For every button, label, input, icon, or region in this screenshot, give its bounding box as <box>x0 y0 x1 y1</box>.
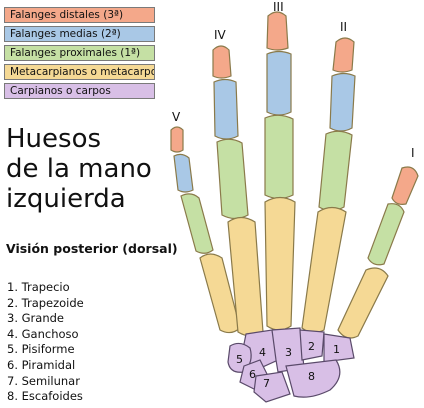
finger-label-iv: IV <box>214 28 227 42</box>
carpal-number-5: 5 <box>236 353 243 366</box>
middle-phalanx-iii <box>266 50 292 116</box>
finger-label-i: I <box>411 146 415 160</box>
carpal-number-2: 2 <box>308 340 315 353</box>
middle-phalanx-ii <box>329 72 356 132</box>
finger-label-iii: III <box>273 0 284 14</box>
middle-phalanx-v <box>173 153 194 193</box>
carpals <box>227 327 355 403</box>
list-item: 6. Piramidal <box>7 357 76 372</box>
finger-iv <box>212 45 264 337</box>
finger-label-v: V <box>172 110 181 124</box>
legend-proximal-phalanges: Falanges proximales (1ª) <box>4 45 155 61</box>
metacarpal-i <box>337 267 389 339</box>
proximal-phalanx-i <box>367 203 405 266</box>
carpal-number-3: 3 <box>285 346 292 359</box>
finger-ii <box>301 37 356 334</box>
carpal-number-8: 8 <box>308 370 315 383</box>
lunate-bone <box>253 371 291 403</box>
proximal-phalanx-v <box>180 193 214 254</box>
metacarpal-ii <box>301 206 347 334</box>
distal-phalanx-iv <box>212 45 232 79</box>
proximal-phalanx-ii <box>318 130 353 212</box>
finger-label-ii: II <box>340 20 347 34</box>
finger-i <box>337 166 419 339</box>
carpal-number-4: 4 <box>259 346 266 359</box>
list-item: 1. Trapecio <box>7 280 70 294</box>
legend-metacarpals: Metacarpianos o metacarpos <box>4 64 155 80</box>
page-title: Huesos de la mano izquierda <box>6 124 152 214</box>
finger-iii <box>264 11 296 331</box>
legend: Falanges distales (3ª) Falanges medias (… <box>4 7 155 102</box>
distal-phalanx-i <box>391 166 419 205</box>
list-item: 4. Ganchoso <box>7 326 79 341</box>
list-item: 5. Pisiforme <box>7 342 75 357</box>
middle-phalanx-iv <box>213 78 239 140</box>
distal-phalanx-iii <box>266 11 289 51</box>
legend-distal-phalanges: Falanges distales (3ª) <box>4 7 155 23</box>
distal-phalanx-v <box>170 126 184 153</box>
trapezium-bone <box>323 333 355 363</box>
carpal-number-7: 7 <box>263 377 270 390</box>
list-item: 7. Semilunar <box>7 373 80 388</box>
proximal-phalanx-iv <box>216 138 249 220</box>
distal-phalanx-ii <box>332 37 355 73</box>
carpal-number-1: 1 <box>333 343 340 356</box>
title-line-3: izquierda <box>6 184 126 214</box>
legend-carpals: Carpianos o carpos <box>4 83 155 99</box>
list-item: 2. Trapezoide <box>7 295 84 310</box>
carpal-number-6: 6 <box>249 368 256 381</box>
view-subtitle: Visión posterior (dorsal) <box>6 241 178 256</box>
list-item: 3. Grande <box>7 311 64 326</box>
title-line-2: de la mano <box>6 154 152 184</box>
list-item: 8. Escafoides <box>7 389 83 404</box>
proximal-phalanx-iii <box>264 114 294 200</box>
scaphoid-bone <box>285 359 341 398</box>
trapezoid-bone <box>299 329 325 361</box>
title-line-1: Huesos <box>6 124 102 154</box>
legend-middle-phalanges: Falanges medias (2ª) <box>4 26 155 42</box>
metacarpal-iii <box>264 196 296 331</box>
carpal-bones-list: 1. Trapecio 2. Trapezoide 3. Grande 4. G… <box>7 280 84 405</box>
